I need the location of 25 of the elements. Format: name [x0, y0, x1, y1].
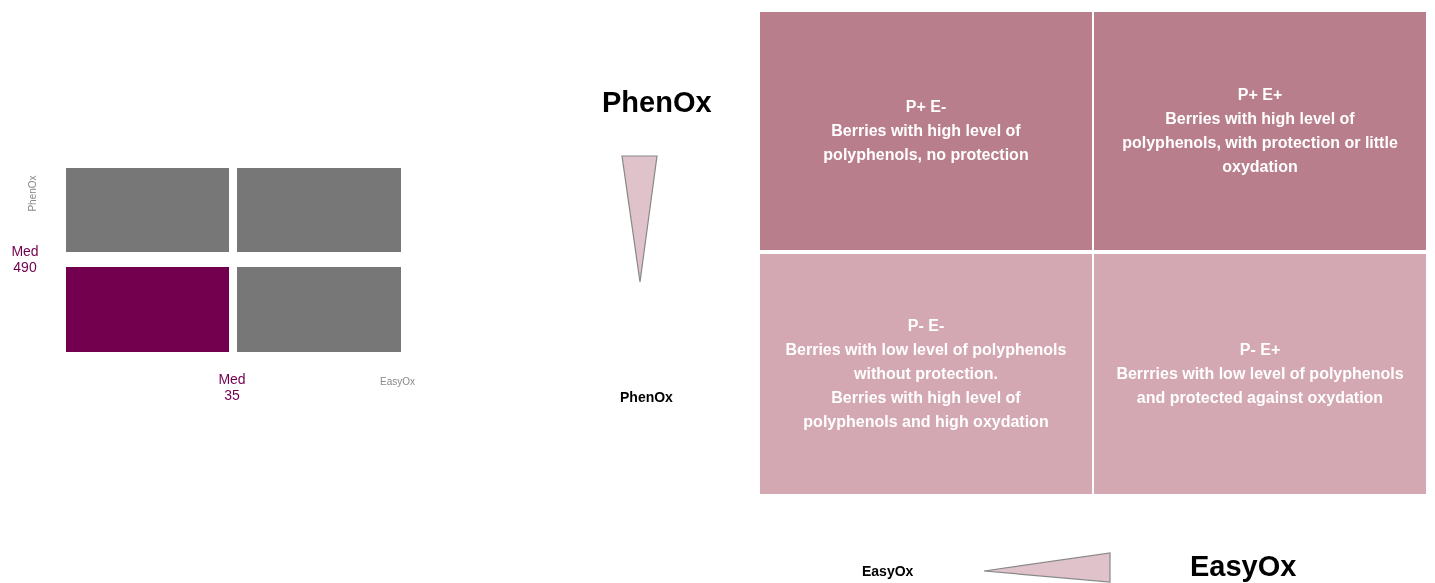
- quadrant-description: Berries with high level of polyphenols and high oxydation: [802, 388, 1050, 432]
- axis-label: PhenOx: [620, 389, 673, 405]
- axis-label: EasyOx: [380, 376, 415, 387]
- quadrant-box: [760, 12, 1092, 250]
- quadrant-box: [760, 254, 1092, 494]
- quadrant-description: Berries with low level of polyphenols without protection.: [784, 340, 1068, 384]
- quadrant-description: Berries with high level of polyphenols, no protection: [822, 121, 1030, 165]
- axis-title: PhenOx: [602, 86, 712, 119]
- axis-label: EasyOx: [862, 563, 914, 579]
- quadrant-heading: P+ E+: [1237, 85, 1283, 105]
- median-label: Med 490: [10, 243, 40, 275]
- axis-label: PhenOx: [26, 175, 38, 212]
- quadrant-heading: P- E+: [1239, 340, 1281, 360]
- chart-cell: [66, 168, 229, 252]
- quadrant-description: Berries with high level of polyphenols, with protection or little oxydation: [1121, 109, 1399, 177]
- axis-title: EasyOx: [1190, 550, 1297, 583]
- highlighted-chart-cell: [66, 267, 229, 352]
- median-label: Med 35: [217, 371, 247, 403]
- chart-cell: [237, 267, 401, 352]
- quadrant-heading: P- E-: [907, 316, 945, 336]
- quadrant-heading: P+ E-: [905, 97, 947, 117]
- chart-cell: [237, 168, 401, 252]
- quadrant-description: Berrries with low level of polyphenols and protected against oxydation: [1116, 364, 1404, 408]
- quadrant-box: [1094, 254, 1426, 494]
- quadrant-box: [1094, 12, 1426, 250]
